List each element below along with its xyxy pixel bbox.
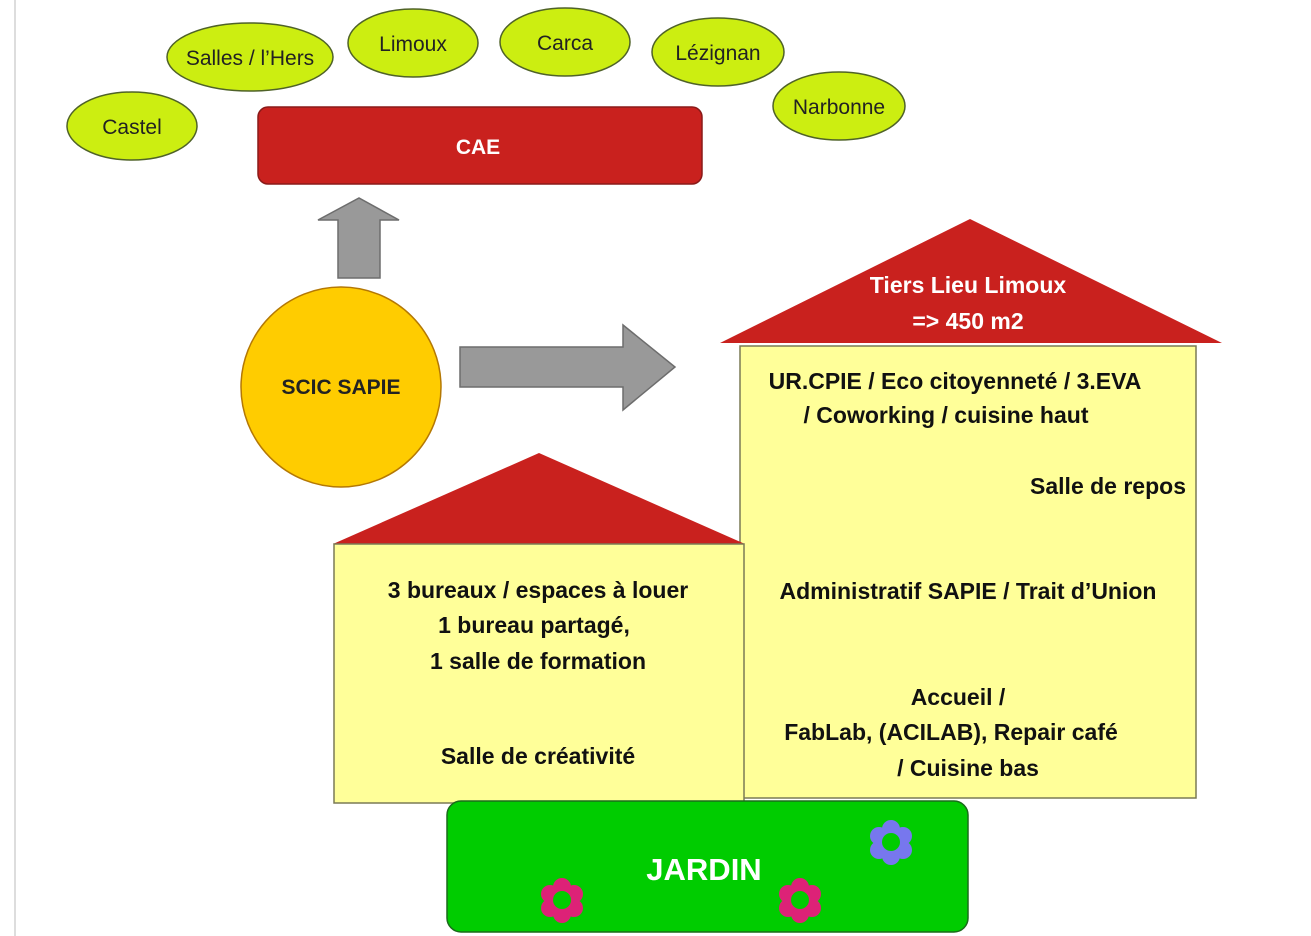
accueil-line1: Accueil /	[911, 684, 1006, 710]
administratif-sapie: Administratif SAPIE / Trait d’Union	[780, 578, 1157, 604]
scic-label: SCIC SAPIE	[281, 376, 400, 399]
cae-label: CAE	[456, 136, 500, 159]
accueil-line3: / Cuisine bas	[897, 755, 1039, 781]
tiers-lieu-line2: / Coworking / cuisine haut	[804, 402, 1089, 428]
tiers-lieu-area: => 450 m2	[912, 308, 1023, 334]
town-oval-salles: Salles / l’Hers	[166, 22, 334, 92]
flower-pink-icon	[541, 878, 583, 923]
arrow-up-to-cae	[317, 197, 400, 279]
scic-sapie-circle: SCIC SAPIE	[240, 286, 442, 488]
small-house-body	[333, 543, 745, 804]
town-label: Carca	[537, 32, 593, 55]
town-oval-narbonne: Narbonne	[772, 71, 906, 141]
town-label: Castel	[102, 116, 162, 139]
town-oval-limoux: Limoux	[347, 8, 479, 78]
small-house-line1: 3 bureaux / espaces à louer	[388, 577, 688, 603]
tiers-lieu-body	[739, 345, 1197, 799]
flower-pink-icon	[779, 878, 821, 923]
small-house-line2: 1 bureau partagé,	[438, 612, 630, 638]
tiers-lieu-line1: UR.CPIE / Eco citoyenneté / 3.EVA	[769, 368, 1142, 394]
town-label: Salles / l’Hers	[186, 47, 314, 70]
arrow-right-to-tiers-lieu	[459, 323, 677, 412]
tiers-lieu-title: Tiers Lieu Limoux	[870, 272, 1067, 298]
cae-box: CAE	[257, 106, 703, 185]
town-label: Narbonne	[793, 96, 885, 119]
town-oval-carca: Carca	[499, 7, 631, 77]
town-oval-castel: Castel	[66, 91, 198, 161]
jardin-label: JARDIN	[646, 852, 761, 887]
flower-blue-icon	[870, 820, 912, 865]
accueil-line2: FabLab, (ACILAB), Repair café	[784, 719, 1118, 745]
town-label: Limoux	[379, 33, 447, 56]
small-house-line3: 1 salle de formation	[430, 648, 646, 674]
tiers-lieu-roof	[720, 219, 1222, 343]
town-label: Lézignan	[675, 42, 760, 65]
salle-de-repos: Salle de repos	[1030, 473, 1186, 499]
town-oval-lezignan: Lézignan	[651, 17, 785, 87]
salle-de-creativite: Salle de créativité	[441, 743, 635, 769]
small-house-roof	[333, 453, 745, 544]
